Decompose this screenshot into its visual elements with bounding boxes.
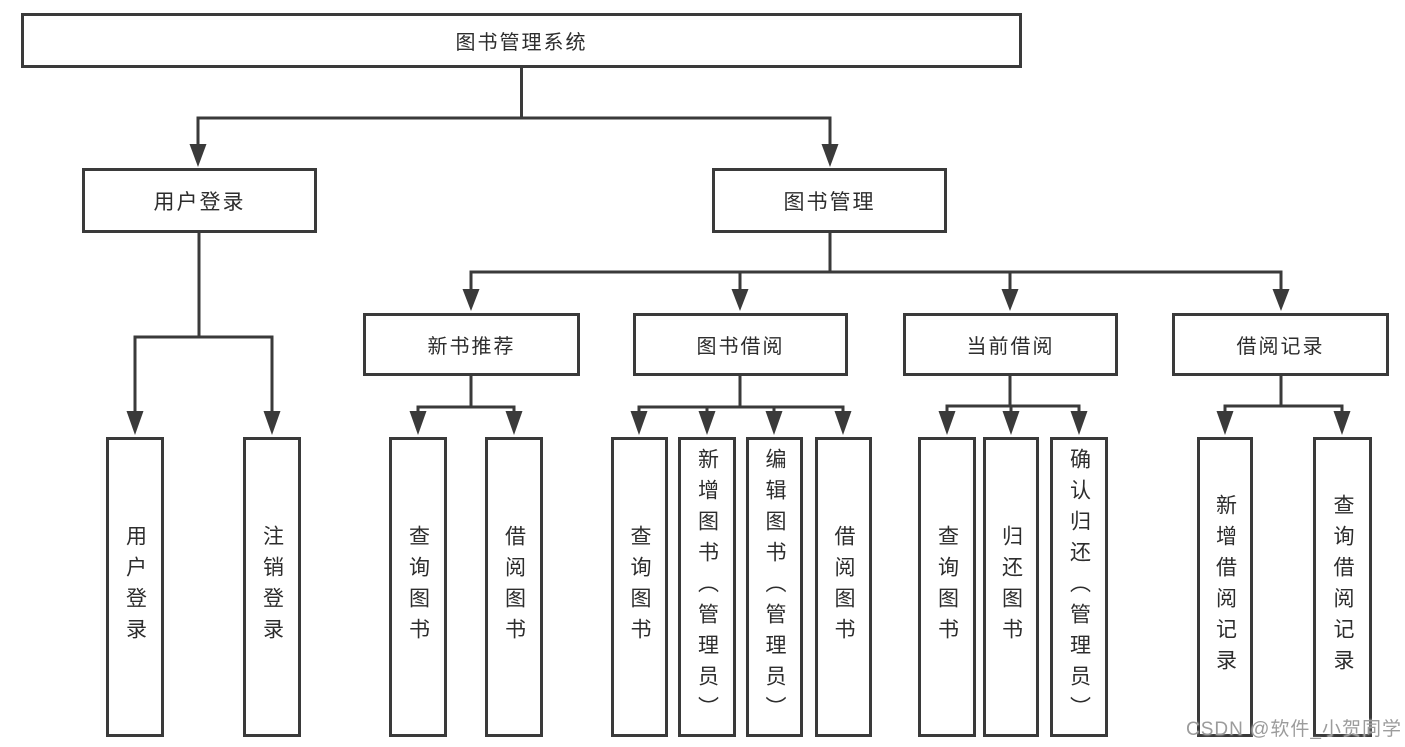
leaf-add-books-admin: 新增图书（管理员）: [678, 437, 736, 737]
leaf-user-login: 用户登录: [106, 437, 164, 737]
node-book-management: 图书管理: [712, 168, 947, 233]
leaf-query-books-recommend: 查询图书: [389, 437, 447, 737]
leaf-logout: 注销登录: [243, 437, 301, 737]
node-book-borrowing: 图书借阅: [633, 313, 848, 376]
leaf-edit-books-admin: 编辑图书（管理员）: [746, 437, 803, 737]
node-new-book-recommendation: 新书推荐: [363, 313, 580, 376]
leaf-confirm-return-admin: 确认归还（管理员）: [1050, 437, 1108, 737]
leaf-borrow-books: 借阅图书: [815, 437, 872, 737]
node-root: 图书管理系统: [21, 13, 1022, 68]
leaf-query-books-current: 查询图书: [918, 437, 976, 737]
leaf-borrow-books-recommend: 借阅图书: [485, 437, 543, 737]
leaf-return-books: 归还图书: [983, 437, 1039, 737]
leaf-query-borrow-record: 查询借阅记录: [1313, 437, 1372, 737]
leaf-add-borrow-record: 新增借阅记录: [1197, 437, 1253, 737]
node-current-borrowing: 当前借阅: [903, 313, 1118, 376]
leaf-query-books-borrow: 查询图书: [611, 437, 668, 737]
node-user-login: 用户登录: [82, 168, 317, 233]
watermark: CSDN @软件_小贺同学: [1186, 719, 1402, 740]
node-borrowing-records: 借阅记录: [1172, 313, 1389, 376]
